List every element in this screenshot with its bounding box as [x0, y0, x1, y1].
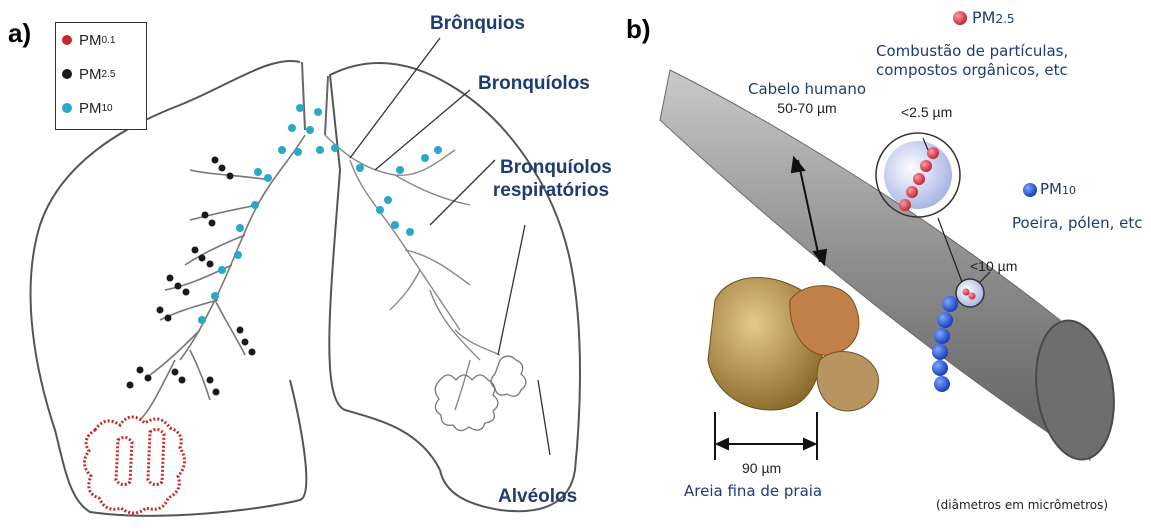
sand-label: Areia fina de praia: [684, 482, 822, 501]
pm25-size-label: <2.5 µm: [901, 104, 952, 120]
label-bronquiolos-resp-line1: Bronquíolos: [500, 156, 612, 179]
legend-pm01-sub: 0.1: [102, 35, 116, 46]
sand-size-label: 90 µm: [742, 460, 781, 476]
pm25-title-sub: 2.5: [995, 12, 1014, 26]
legend-pm10-label: PM: [79, 100, 102, 117]
pm25-title-base: PM: [972, 8, 995, 27]
left-alveoli-pm01: [84, 417, 184, 513]
pm25-ball-icon: [953, 11, 967, 25]
pm25-description: Combustão de partículas, compostos orgân…: [876, 42, 1068, 80]
legend-pm25-label: PM: [79, 66, 102, 83]
pm10-magnify-circle: [956, 279, 984, 307]
label-bronquios: Brônquios: [430, 12, 525, 35]
pm10-dot-icon: [62, 103, 72, 113]
legend-pm01-label: PM: [79, 32, 102, 49]
pm10-size-label: <10 µm: [970, 258, 1017, 274]
trachea: [302, 62, 328, 135]
hair-label: Cabelo humano 50-70 µm: [748, 80, 866, 118]
label-alveolos: Alvéolos: [498, 485, 577, 508]
pm10-title-sub: 10: [1062, 184, 1076, 197]
right-alveoli: [435, 356, 526, 431]
pm10-particles: [198, 104, 442, 324]
legend-pm10-sub: 10: [102, 103, 113, 114]
pm01-dot-icon: [62, 35, 72, 45]
right-lung-outline: [329, 63, 580, 511]
panel-b-particle-sizes: b) PM2.5 Combustão de partículas, compos…: [620, 0, 1151, 532]
pm10-title-base: PM: [1040, 180, 1062, 198]
pm10-title: PM10: [1040, 180, 1076, 200]
label-bronquiolos-respiratorios: Bronquíolos respiratórios: [500, 156, 612, 202]
label-bronquiolos: Bronquíolos: [478, 72, 590, 95]
label-bronquiolos-resp-line2: respiratórios: [490, 179, 612, 202]
pm10-description: Poeira, pólen, etc: [1012, 214, 1142, 233]
pm25-particles: [127, 157, 256, 396]
panel-b-label: b): [626, 14, 651, 45]
legend-pm25-sub: 2.5: [102, 69, 116, 80]
right-bronchi: [325, 135, 500, 410]
pm25-title: PM2.5: [972, 8, 1015, 29]
panel-a-label: a): [8, 18, 31, 49]
sand-size-arrow: [715, 412, 817, 460]
left-bronchi: [140, 135, 305, 420]
hair-label-line1: Cabelo humano: [748, 80, 866, 99]
pm25-desc-line1: Combustão de partículas,: [876, 42, 1068, 61]
pm25-dot-icon: [62, 69, 72, 79]
footnote: (diâmetros em micrômetros): [936, 496, 1108, 515]
sand-grains: [708, 278, 878, 411]
hair-strand: [660, 70, 1090, 460]
hair-label-line2: 50-70 µm: [748, 99, 866, 118]
pm10-ball-icon: [1023, 183, 1037, 197]
pm25-desc-line2: compostos orgânicos, etc: [876, 61, 1068, 80]
